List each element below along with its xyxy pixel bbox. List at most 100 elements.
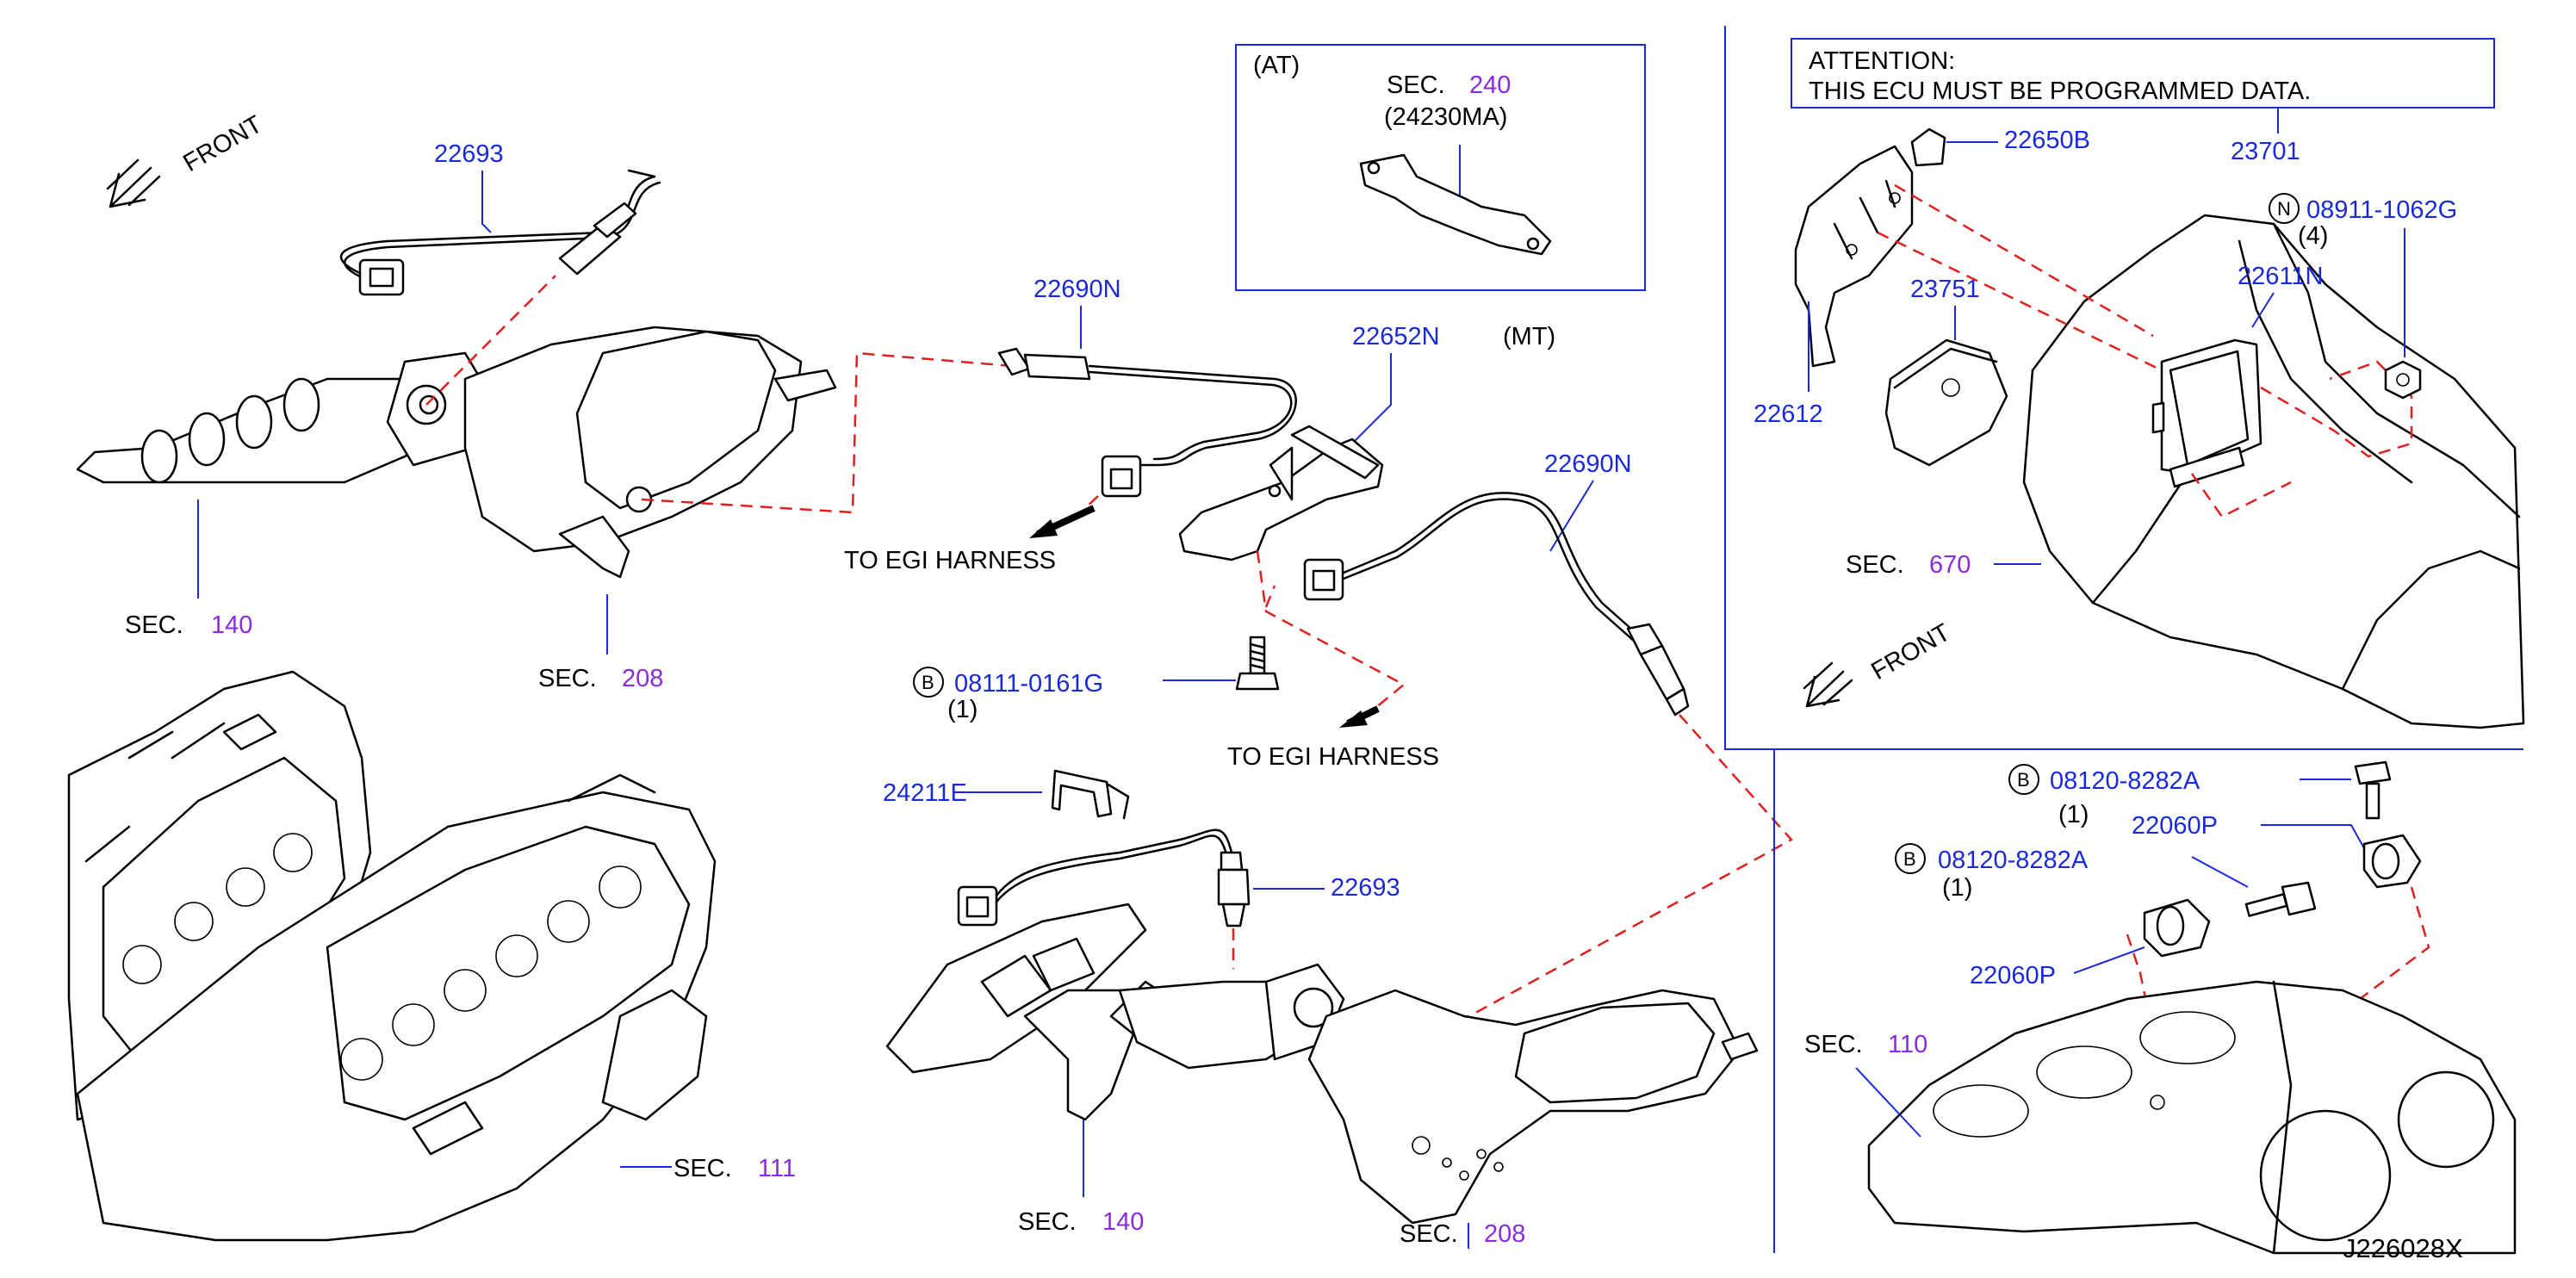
front-arrow-ecu: FRONT: [1803, 618, 1956, 708]
sec-208-bottom: 208: [1484, 1220, 1525, 1248]
pn-22693-bottom: 22693: [1331, 874, 1400, 902]
sec-110: 110: [1888, 1031, 1927, 1058]
sec-140-top: 140: [211, 611, 252, 639]
sec-670: 670: [1929, 551, 1971, 579]
sec-word-670: SEC.: [1846, 551, 1904, 579]
dash-ecu-4: [2190, 473, 2292, 518]
bolt-08120-a: [2354, 760, 2392, 820]
pn-08120-a-qty: (1): [2058, 801, 2089, 828]
pn-08111-qty: (1): [947, 696, 978, 723]
dash-22693-top: [425, 275, 556, 406]
sec-240: 240: [1469, 71, 1511, 99]
bolt-08120-b: [2244, 881, 2317, 917]
bracket-22612: [1794, 145, 1914, 368]
attention-line1: ATTENTION:: [1809, 47, 1955, 75]
dash-ecu-1: [1894, 183, 2154, 338]
circle-n-08911-letter: N: [2277, 198, 2291, 220]
front-label: FRONT: [179, 110, 268, 177]
nut-08911-1062G: [2384, 360, 2422, 400]
dash-harness-1: [1084, 495, 1099, 509]
sec-208-top: 208: [622, 665, 663, 692]
o2-sensor-22693-bottom: [957, 828, 1251, 927]
o2-sensor-22690N-a: [997, 347, 1297, 498]
pn-24211E: 24211E: [883, 779, 967, 807]
pn-22693-top: 22693: [434, 140, 504, 168]
dash-harness-2: [1256, 550, 1406, 724]
sec-word-240: SEC.: [1387, 71, 1445, 99]
ecu-frame: [1724, 26, 2523, 750]
pn-22690N-a: 22690N: [1034, 276, 1121, 303]
engine-cylinder-heads: [67, 670, 717, 1242]
sec-word-208-bottom: SEC.: [1400, 1220, 1458, 1248]
sec-140-bottom: 140: [1102, 1208, 1144, 1236]
arrow-to-harness-1: [1029, 505, 1096, 538]
circle-b-08120-a: [2008, 764, 2039, 795]
bracket-22652N: [1178, 425, 1384, 561]
exhaust-manifold-top: [76, 326, 837, 579]
bolt-08111-0161G: [1235, 636, 1280, 691]
at-label: (AT): [1253, 52, 1300, 79]
cover-23751: [1884, 338, 2008, 467]
pn-22650B: 22650B: [2004, 127, 2090, 154]
leader-22693-top: [481, 171, 492, 233]
dash-22690N-b: [1343, 714, 1793, 1087]
o2-sensor-22690N-b: [1303, 492, 1690, 717]
part-24230MA: (24230MA): [1384, 103, 1507, 131]
pn-22652N: 22652N: [1352, 323, 1440, 351]
sec-word-140-bottom: SEC.: [1018, 1208, 1077, 1236]
mt-label: (MT): [1503, 323, 1555, 351]
pn-08120-a: 08120-8282A: [2050, 767, 2200, 795]
front-label-ecu: FRONT: [1867, 618, 1956, 686]
sec-word-208-top: SEC.: [538, 665, 597, 692]
pn-22060P-b: 22060P: [1970, 962, 2056, 990]
pn-22611N: 22611N: [2238, 263, 2323, 290]
circle-b-08111-letter: B: [922, 672, 934, 693]
leader-22690N-b: [1549, 480, 1594, 552]
dash-ecu-3: [2260, 360, 2413, 458]
to-egi-harness-2: TO EGI HARNESS: [1227, 743, 1439, 771]
exhaust-manifold-bottom: [885, 903, 1759, 1225]
sec-word-140-top: SEC.: [125, 611, 183, 639]
arrow-to-harness-2: [1339, 705, 1380, 728]
pn-23701: 23701: [2231, 138, 2300, 165]
to-egi-harness-1: TO EGI HARNESS: [844, 547, 1056, 574]
leader-22611N: [2251, 292, 2275, 328]
leader-22652N: [1338, 353, 1392, 457]
circle-b-08111: [913, 667, 944, 698]
pn-08120-b-qty: (1): [1942, 874, 1972, 902]
sec-111: 111: [758, 1155, 796, 1182]
dash-bolt-a: [1264, 585, 1276, 608]
bracket-24230MA: [1359, 153, 1552, 256]
front-arrow-top-left: FRONT: [106, 110, 268, 208]
pn-22612: 22612: [1754, 400, 1823, 428]
o2-sensor-22693-top: [339, 169, 661, 296]
sec-word-110: SEC.: [1804, 1031, 1863, 1058]
pn-08911-qty: (4): [2298, 222, 2328, 250]
vehicle-body-ecu-area: [2022, 214, 2525, 729]
attention-line2: THIS ECU MUST BE PROGRAMMED DATA.: [1809, 78, 2311, 105]
pn-22690N-b: 22690N: [1544, 450, 1632, 478]
pn-08111: 08111-0161G: [954, 670, 1103, 698]
pn-08911: 08911-1062G: [2306, 196, 2457, 224]
pn-22060P-a: 22060P: [2132, 812, 2218, 840]
dash-ecu-2: [1877, 231, 2163, 372]
circle-b-08120-b: [1895, 843, 1926, 874]
knock-sensor-22060P-a: [2362, 834, 2422, 889]
knock-sensor-22060P-b: [2143, 898, 2211, 958]
ecu-22611N: [2151, 338, 2263, 488]
leader-sec110: [1855, 1067, 1921, 1138]
cylinder-block: [1867, 980, 2517, 1255]
circle-b-08120-b-letter: B: [1903, 848, 1916, 870]
leader-22060P-a: [2261, 824, 2365, 849]
pn-23751: 23751: [1910, 276, 1980, 303]
diagram-id: J226028X: [2343, 1233, 2463, 1263]
sec-word-111: SEC.: [673, 1155, 732, 1182]
grommet-22650B: [1910, 127, 1946, 167]
circle-n-08911: [2269, 193, 2300, 224]
at-inset-frame: [1235, 44, 1646, 291]
leader-22060P-b: [2073, 946, 2145, 974]
circle-b-08120-a-letter: B: [2017, 769, 2030, 791]
pn-08120-b: 08120-8282A: [1938, 847, 2089, 874]
attention-box: [1791, 38, 2495, 109]
